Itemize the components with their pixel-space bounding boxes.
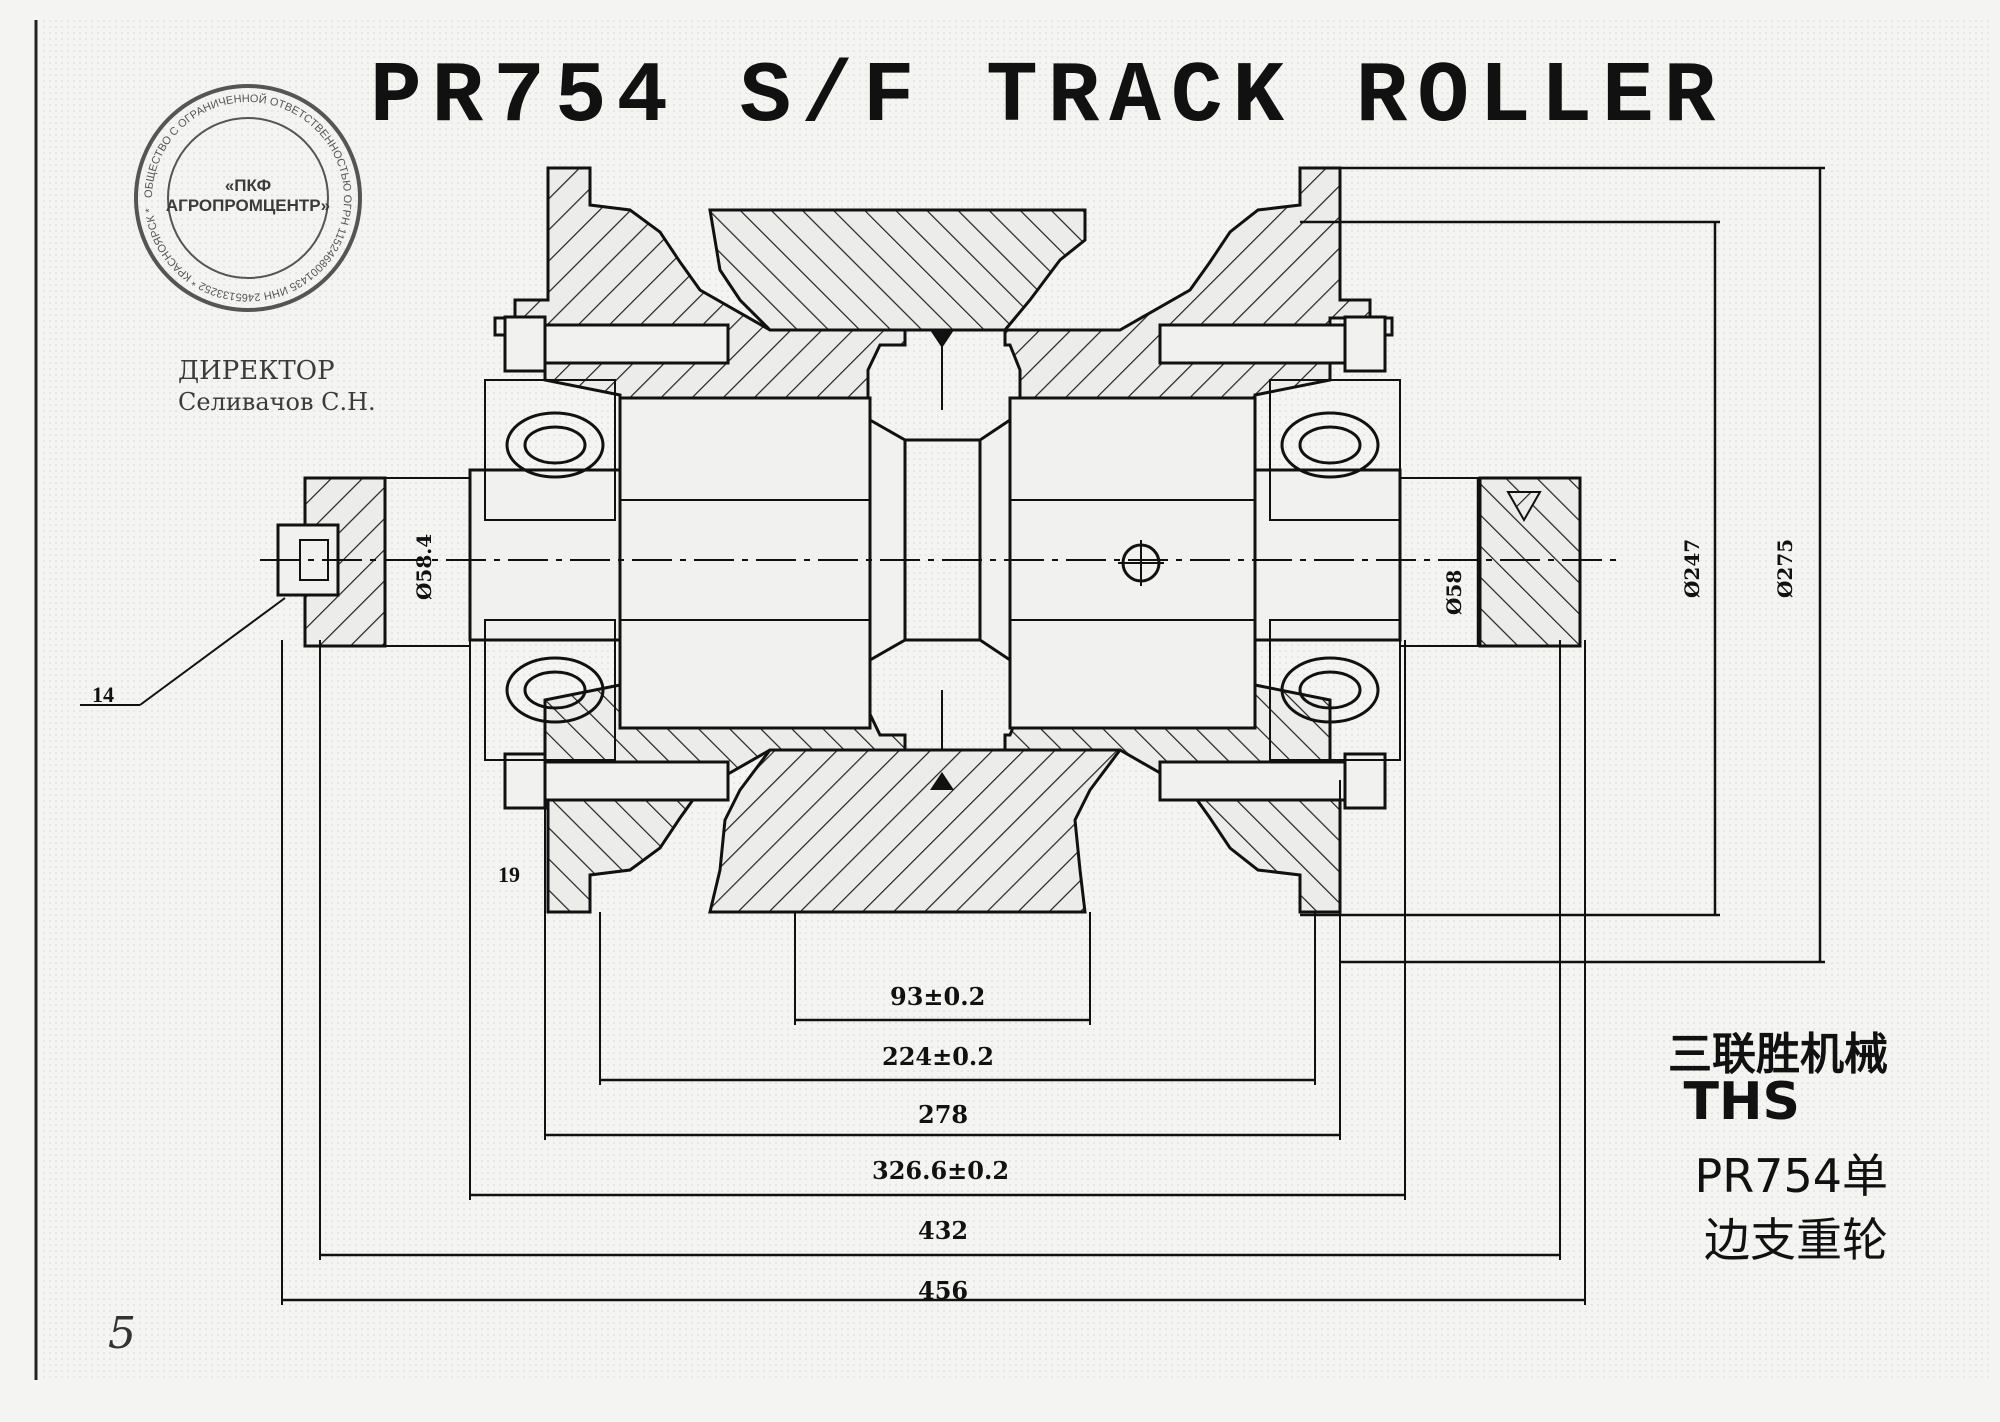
callout-item-19: 19 <box>498 862 520 887</box>
stamp-org-name: «ПКФ АГРОПРОМЦЕНТР» <box>165 176 331 215</box>
brand-product-line1: PR754单 <box>1694 1149 1888 1203</box>
dim-diameter-247: Ø247 <box>1680 538 1704 598</box>
dim-width-224: 224±0.2 <box>882 1042 994 1071</box>
dim-width-278: 278 <box>918 1100 969 1129</box>
brand-company-cn: 三联胜机械 <box>1668 1029 1888 1080</box>
stamp-position: ДИРЕКТОР <box>178 356 335 386</box>
page-number: 5 <box>108 1308 136 1359</box>
dim-width-93: 93±0.2 <box>890 982 986 1011</box>
dim-shaft-right: Ø58 <box>1442 569 1466 615</box>
dim-width-326: 326.6±0.2 <box>872 1156 1010 1185</box>
dim-shaft-left: Ø58.4 <box>412 533 436 600</box>
callout-item-14: 14 <box>92 682 114 707</box>
brand-product-line2: 边支重轮 <box>1704 1213 1888 1267</box>
stamp-signatory: Селивачов С.Н. <box>178 388 376 416</box>
brand-company-en: THS <box>1683 1072 1800 1132</box>
dim-width-432: 432 <box>918 1216 969 1245</box>
dim-width-456: 456 <box>918 1276 969 1305</box>
dim-diameter-275: Ø275 <box>1773 538 1797 598</box>
stamp-seal-graphic: ОБЩЕСТВО С ОГРАНИЧЕННОЙ ОТВЕТСТВЕННОСТЬЮ… <box>134 84 362 312</box>
company-stamp: ОБЩЕСТВО С ОГРАНИЧЕННОЙ ОТВЕТСТВЕННОСТЬЮ… <box>128 78 368 318</box>
drawing-title: PR754 S/F TRACK ROLLER <box>370 48 1726 146</box>
